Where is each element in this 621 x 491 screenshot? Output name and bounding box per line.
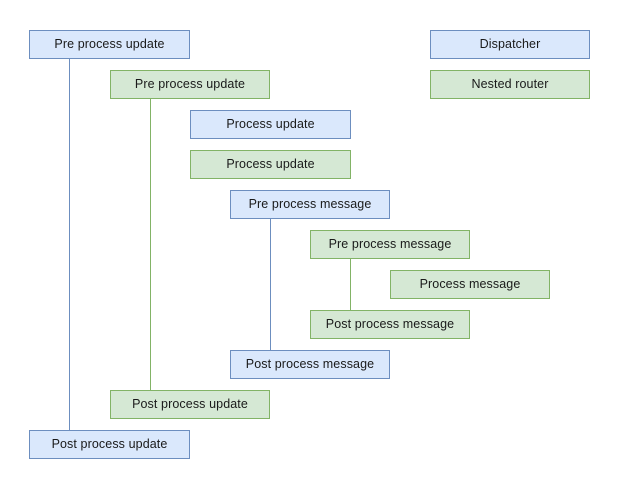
node-pre-process-message-router[interactable]: Pre process message — [310, 230, 470, 259]
node-post-process-message-router[interactable]: Post process message — [310, 310, 470, 339]
node-label: Pre process update — [54, 37, 165, 52]
connector-pre-process-message-dispatcher — [270, 219, 271, 350]
node-process-update-dispatcher[interactable]: Process update — [190, 110, 351, 139]
connector-pre-process-update-router — [150, 99, 151, 390]
connector-pre-process-update-dispatcher — [69, 59, 70, 430]
legend-item-dispatcher[interactable]: Dispatcher — [430, 30, 590, 59]
node-process-message-router[interactable]: Process message — [390, 270, 550, 299]
node-label: Post process message — [325, 317, 455, 332]
node-post-process-message-dispatcher[interactable]: Post process message — [230, 350, 390, 379]
legend-label-nested-router: Nested router — [471, 77, 549, 92]
node-label: Post process update — [51, 437, 168, 452]
node-pre-process-update-router[interactable]: Pre process update — [110, 70, 270, 99]
node-label: Process update — [226, 157, 315, 172]
node-label: Process message — [419, 277, 521, 292]
node-label: Pre process update — [134, 77, 246, 92]
node-post-process-update-dispatcher[interactable]: Post process update — [29, 430, 190, 459]
node-pre-process-message-dispatcher[interactable]: Pre process message — [230, 190, 390, 219]
legend-item-nested-router[interactable]: Nested router — [430, 70, 590, 99]
node-post-process-update-router[interactable]: Post process update — [110, 390, 270, 419]
node-pre-process-update-dispatcher[interactable]: Pre process update — [29, 30, 190, 59]
legend-label-dispatcher: Dispatcher — [479, 37, 541, 52]
node-label: Post process update — [132, 397, 248, 412]
node-label: Pre process message — [248, 197, 372, 212]
node-label: Pre process message — [328, 237, 452, 252]
node-label: Post process message — [245, 357, 375, 372]
connector-pre-process-message-router — [350, 259, 351, 310]
node-process-update-router[interactable]: Process update — [190, 150, 351, 179]
node-label: Process update — [226, 117, 315, 132]
